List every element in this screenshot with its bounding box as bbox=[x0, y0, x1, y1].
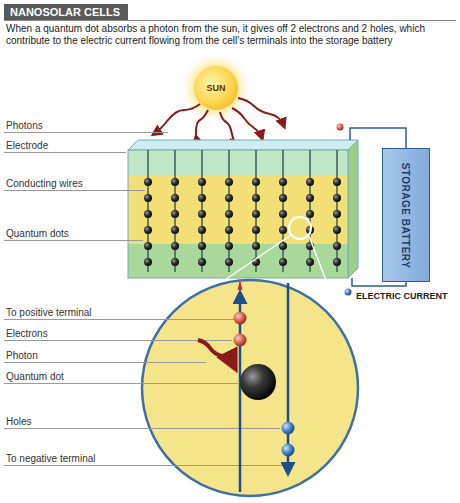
part-label: To positive terminal bbox=[6, 307, 92, 319]
sun-label: SUN bbox=[206, 83, 225, 93]
quantum-dot bbox=[198, 210, 206, 218]
quantum-dot bbox=[225, 210, 233, 218]
quantum-dot bbox=[252, 194, 260, 202]
quantum-dot bbox=[171, 226, 179, 234]
quantum-dot bbox=[225, 242, 233, 250]
quantum-dot bbox=[333, 178, 341, 186]
quantum-dot bbox=[252, 178, 260, 186]
part-label: Electrode bbox=[6, 140, 48, 152]
part-label: Quantum dot bbox=[6, 371, 64, 383]
quantum-dot bbox=[198, 178, 206, 186]
storage-battery-box: STORAGE BATTERY bbox=[382, 148, 430, 282]
quantum-dot bbox=[306, 178, 314, 186]
quantum-dot bbox=[333, 242, 341, 250]
quantum-dot bbox=[144, 210, 152, 218]
quantum-dot bbox=[225, 258, 233, 266]
quantum-dot bbox=[144, 258, 152, 266]
quantum-dot bbox=[333, 226, 341, 234]
part-label: Photon bbox=[6, 350, 38, 362]
quantum-dot bbox=[144, 242, 152, 250]
quantum-dot bbox=[198, 258, 206, 266]
quantum-dot bbox=[252, 226, 260, 234]
quantum-dot bbox=[171, 194, 179, 202]
battery-label: STORAGE BATTERY bbox=[401, 162, 412, 268]
sun-circle: SUN bbox=[194, 66, 238, 110]
quantum-dot bbox=[279, 178, 287, 186]
part-label: Electrons bbox=[6, 328, 48, 340]
quantum-dot bbox=[252, 210, 260, 218]
quantum-dot bbox=[171, 210, 179, 218]
quantum-dot bbox=[279, 258, 287, 266]
subtitle-text: When a quantum dot absorbs a photon from… bbox=[6, 23, 456, 47]
quantum-dot bbox=[333, 194, 341, 202]
quantum-dot bbox=[198, 194, 206, 202]
quantum-dot bbox=[333, 258, 341, 266]
quantum-dot bbox=[144, 178, 152, 186]
title-tab: NANOSOLAR CELLS bbox=[4, 4, 128, 20]
part-label: Conducting wires bbox=[6, 178, 83, 190]
quantum-dot bbox=[171, 258, 179, 266]
quantum-dot bbox=[225, 226, 233, 234]
quantum-dot bbox=[171, 242, 179, 250]
quantum-dot bbox=[198, 226, 206, 234]
quantum-dot bbox=[144, 226, 152, 234]
quantum-dot bbox=[333, 210, 341, 218]
quantum-dot bbox=[171, 178, 179, 186]
part-label: To negative terminal bbox=[6, 453, 96, 465]
quantum-dot bbox=[144, 194, 152, 202]
quantum-dot bbox=[306, 194, 314, 202]
quantum-dot bbox=[279, 226, 287, 234]
quantum-dot bbox=[306, 258, 314, 266]
current-label: ELECTRIC CURRENT bbox=[356, 290, 448, 302]
quantum-dot bbox=[225, 194, 233, 202]
quantum-dot bbox=[279, 210, 287, 218]
quantum-dot bbox=[279, 194, 287, 202]
quantum-dot bbox=[252, 242, 260, 250]
quantum-dot bbox=[306, 210, 314, 218]
quantum-dot bbox=[225, 178, 233, 186]
part-label: Holes bbox=[6, 416, 32, 428]
part-label: Photons bbox=[6, 120, 43, 132]
part-label: Quantum dots bbox=[6, 228, 69, 240]
quantum-dot bbox=[198, 242, 206, 250]
